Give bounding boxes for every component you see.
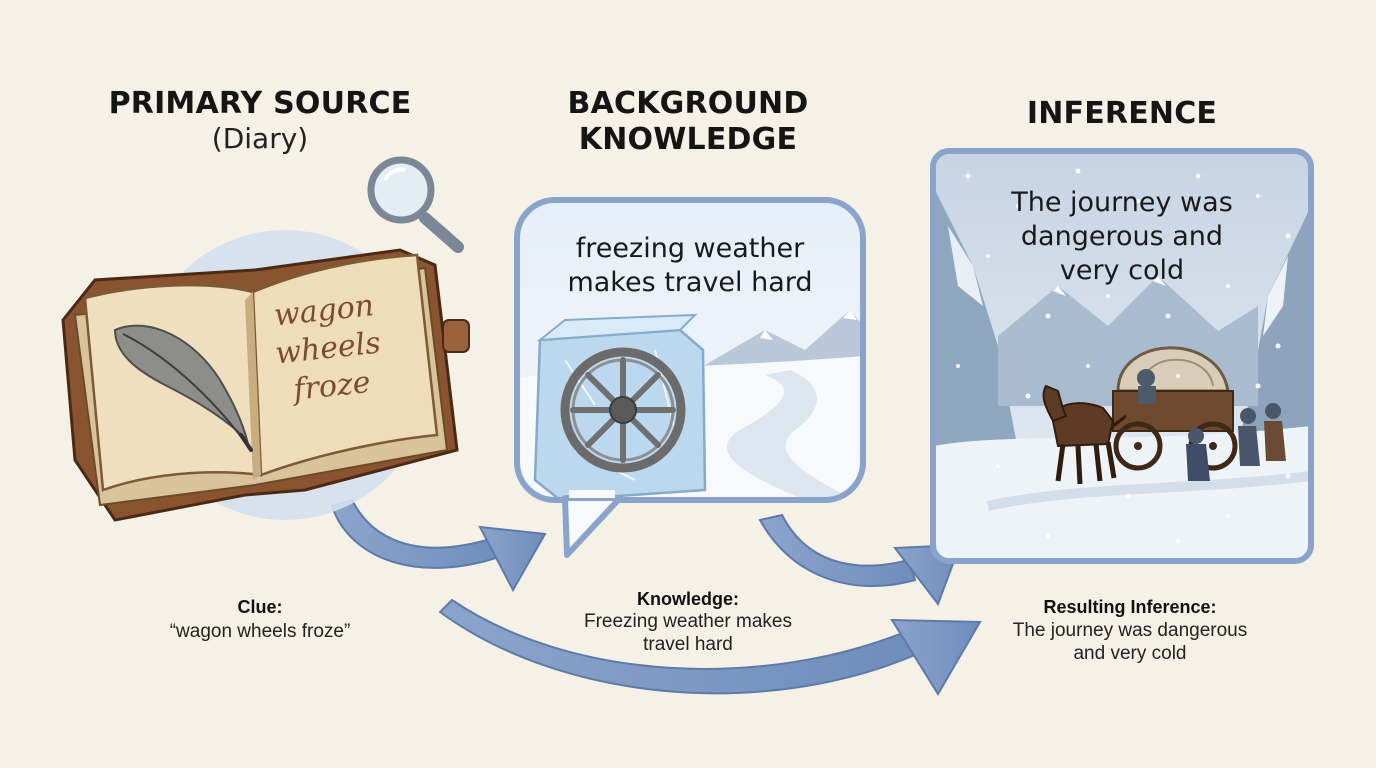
primary-source-title: PRIMARY SOURCE — [108, 86, 412, 121]
background-knowledge-title-line-1: BACKGROUND — [567, 86, 809, 121]
inference-panel-line-3: very cold — [1059, 255, 1185, 286]
inference-caption-title: Resulting Inference: — [1043, 597, 1217, 617]
travelers-pushing — [1186, 403, 1286, 481]
clue-caption-text: “wagon wheels froze” — [169, 621, 351, 642]
arrow-primary-to-inference — [438, 598, 982, 696]
inference-caption-line-2: and very cold — [1073, 643, 1187, 664]
arrow-primary-to-background — [330, 498, 547, 593]
knowledge-caption-line-1: Freezing weather makes — [583, 611, 793, 632]
primary-source-subtitle: (Diary) — [211, 122, 309, 155]
knowledge-caption-line-2: travel hard — [643, 634, 733, 655]
bubble-text-line-1: freezing weather — [575, 233, 805, 264]
diary-handwriting: wagon wheels froze — [252, 285, 403, 413]
quill-icon — [113, 324, 253, 452]
diary-illustration — [61, 156, 470, 522]
knowledge-speech-bubble — [514, 197, 866, 558]
bubble-text-line-2: makes travel hard — [567, 267, 813, 298]
inference-caption-line-1: The journey was dangerous — [1012, 620, 1248, 641]
inference-scene-panel — [930, 148, 1314, 564]
covered-wagon — [1112, 346, 1238, 471]
horse — [1042, 384, 1127, 485]
inference-panel-line-1: The journey was — [1011, 187, 1233, 218]
wagon-wheel-icon — [560, 347, 686, 473]
clue-caption-title: Clue: — [237, 597, 283, 617]
magnifying-glass-icon — [367, 156, 464, 253]
knowledge-caption-title: Knowledge: — [637, 589, 739, 609]
inference-title: INFERENCE — [1026, 96, 1218, 131]
background-knowledge-title-line-2: KNOWLEDGE — [578, 122, 798, 157]
snowfall — [956, 168, 1291, 544]
inference-panel-line-2: dangerous and — [1020, 221, 1224, 252]
